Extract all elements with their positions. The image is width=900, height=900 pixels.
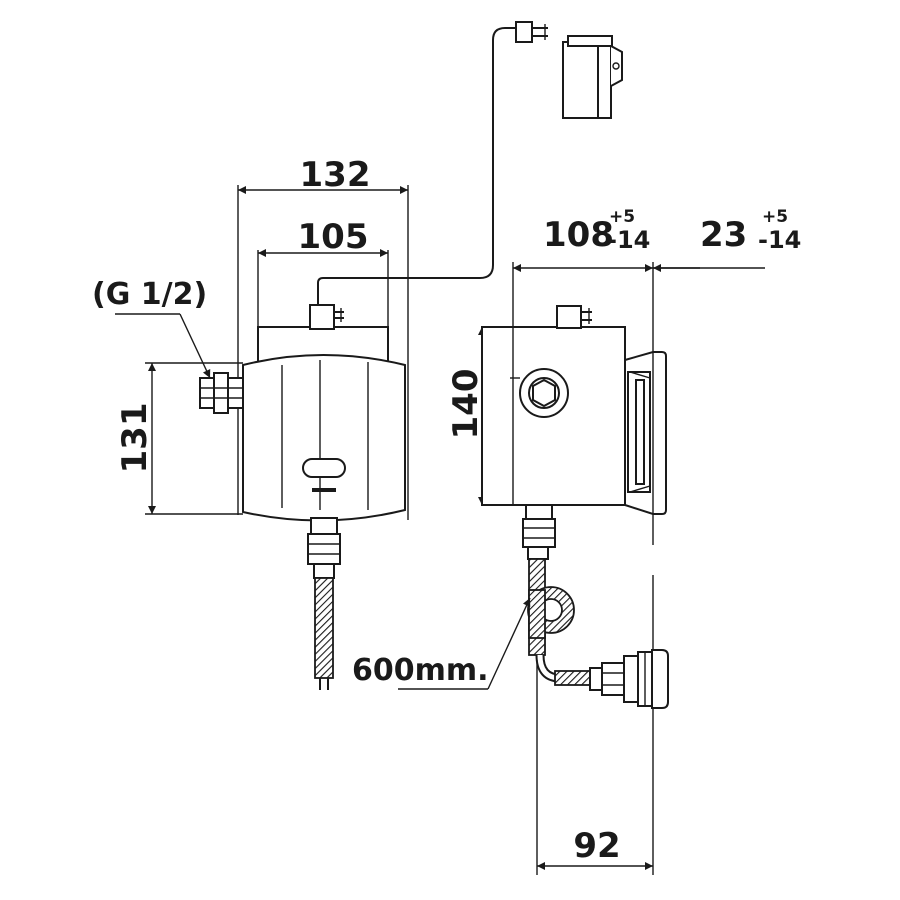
inlet-hex	[532, 378, 556, 408]
dim-tol-23-plus: +5	[762, 207, 788, 227]
button-hose-braid	[554, 670, 592, 686]
dim-label-108: 108	[543, 215, 614, 255]
brand-logo	[312, 488, 336, 492]
hose-ferrule	[527, 546, 549, 560]
braided-hose	[314, 577, 334, 679]
cable-connector	[556, 305, 582, 329]
dim-label-23: 23	[700, 215, 747, 255]
leader-line	[179, 313, 211, 379]
battery-housing	[562, 41, 612, 119]
outlet-nut	[525, 504, 553, 520]
sensor-window	[302, 458, 346, 478]
outlet-fitting	[522, 518, 556, 548]
bracket-detail	[629, 371, 651, 379]
cable-connector	[309, 304, 335, 330]
thread-prefix: (G	[92, 277, 141, 312]
dim-tol-108-plus: +5	[609, 207, 635, 227]
dim-tol-23-minus: -14	[758, 226, 801, 254]
control-housing	[242, 354, 406, 522]
dim-label-140: 140	[446, 369, 486, 440]
button-fitting	[589, 667, 603, 691]
leader-line	[487, 597, 531, 690]
thread-fraction: 1/2	[141, 277, 194, 312]
push-button	[651, 649, 669, 709]
battery-cap	[567, 35, 613, 47]
thread-suffix: )	[194, 277, 208, 312]
bracket-detail	[629, 485, 651, 493]
hose-length-label: 600mm.	[352, 653, 489, 688]
outlet-nut	[310, 517, 338, 535]
button-body	[623, 655, 639, 703]
hose-ferrule	[313, 563, 335, 579]
plate-screw-rail	[635, 379, 645, 485]
thread-label: (G 1/2)	[92, 277, 207, 312]
sensor-cable	[317, 27, 518, 305]
dim-label-132: 132	[300, 155, 371, 195]
cable-plug	[515, 21, 533, 43]
inlet-fitting	[227, 377, 244, 409]
battery-clip-screw	[612, 62, 620, 70]
braided-hose	[528, 589, 546, 639]
button-nut	[601, 662, 625, 696]
dim-label-92: 92	[573, 826, 620, 866]
front-view: 132 105 (G 1/2) 1	[92, 27, 518, 690]
dim-label-131: 131	[115, 403, 155, 474]
inlet-nut	[213, 372, 229, 414]
inlet-nut	[199, 377, 215, 409]
battery-box	[515, 21, 623, 119]
dim-label-105: 105	[298, 217, 369, 257]
side-view: 108 +5 -14 23 +5 -14 140	[352, 207, 801, 875]
outlet-fitting	[307, 533, 341, 565]
dim-tol-108-minus: -14	[607, 226, 650, 254]
